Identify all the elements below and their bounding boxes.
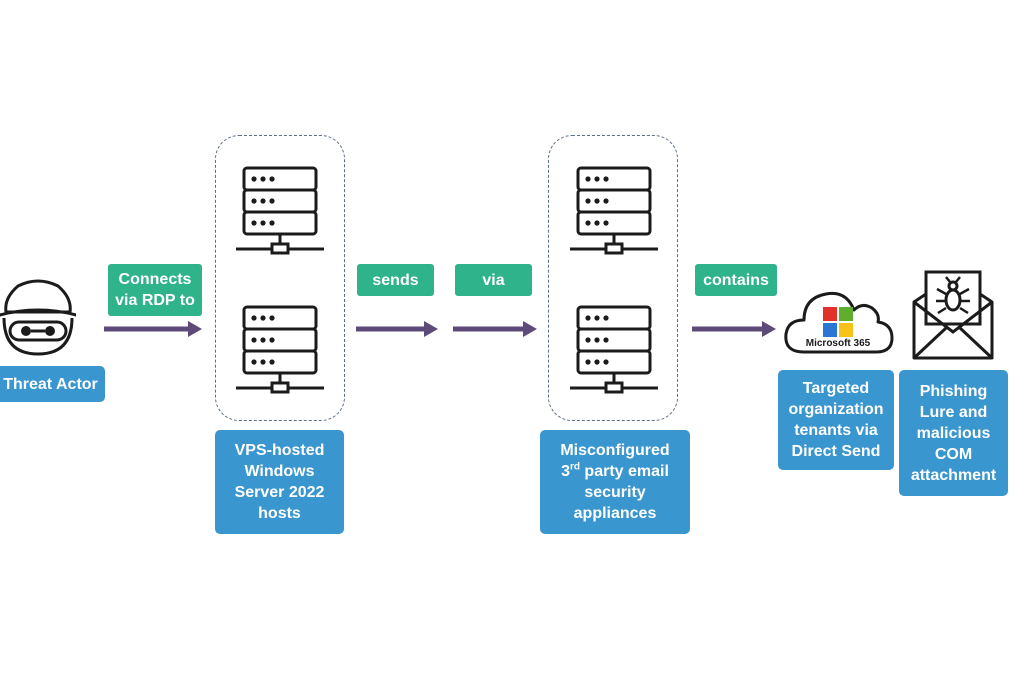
- appliances-label-text: Misconfigured 3rd party email security a…: [560, 442, 670, 522]
- vps-hosts-label: VPS-hosted Windows Server 2022 hosts: [215, 430, 344, 534]
- tenants-label: Targeted organization tenants via Direct…: [778, 370, 894, 470]
- server-icon: [236, 166, 324, 255]
- edge-label-contains: contains: [695, 264, 777, 296]
- server-icon: [570, 166, 658, 255]
- envelope-bug-icon: [912, 270, 994, 360]
- vps-host-group: [215, 135, 345, 421]
- edge-label-connects: Connects via RDP to: [108, 264, 202, 316]
- microsoft-logo-icon: [823, 307, 853, 337]
- edge-label-via: via: [455, 264, 532, 296]
- arrow-contains: [692, 321, 776, 337]
- arrow-sends: [356, 321, 438, 337]
- server-icon: [236, 305, 324, 394]
- appliance-group: [548, 135, 678, 421]
- arrow-connects: [104, 321, 202, 337]
- cloud-icon: Microsoft 365: [780, 280, 896, 360]
- threat-actor-label: Threat Actor: [0, 366, 105, 402]
- hacker-icon: [0, 279, 76, 356]
- attachment-label: Phishing Lure and malicious COM attachme…: [899, 370, 1008, 496]
- edge-label-sends: sends: [357, 264, 434, 296]
- server-icon: [570, 305, 658, 394]
- cloud-text: Microsoft 365: [805, 338, 871, 349]
- appliances-label: Misconfigured 3rd party email security a…: [540, 430, 690, 534]
- arrow-via: [453, 321, 537, 337]
